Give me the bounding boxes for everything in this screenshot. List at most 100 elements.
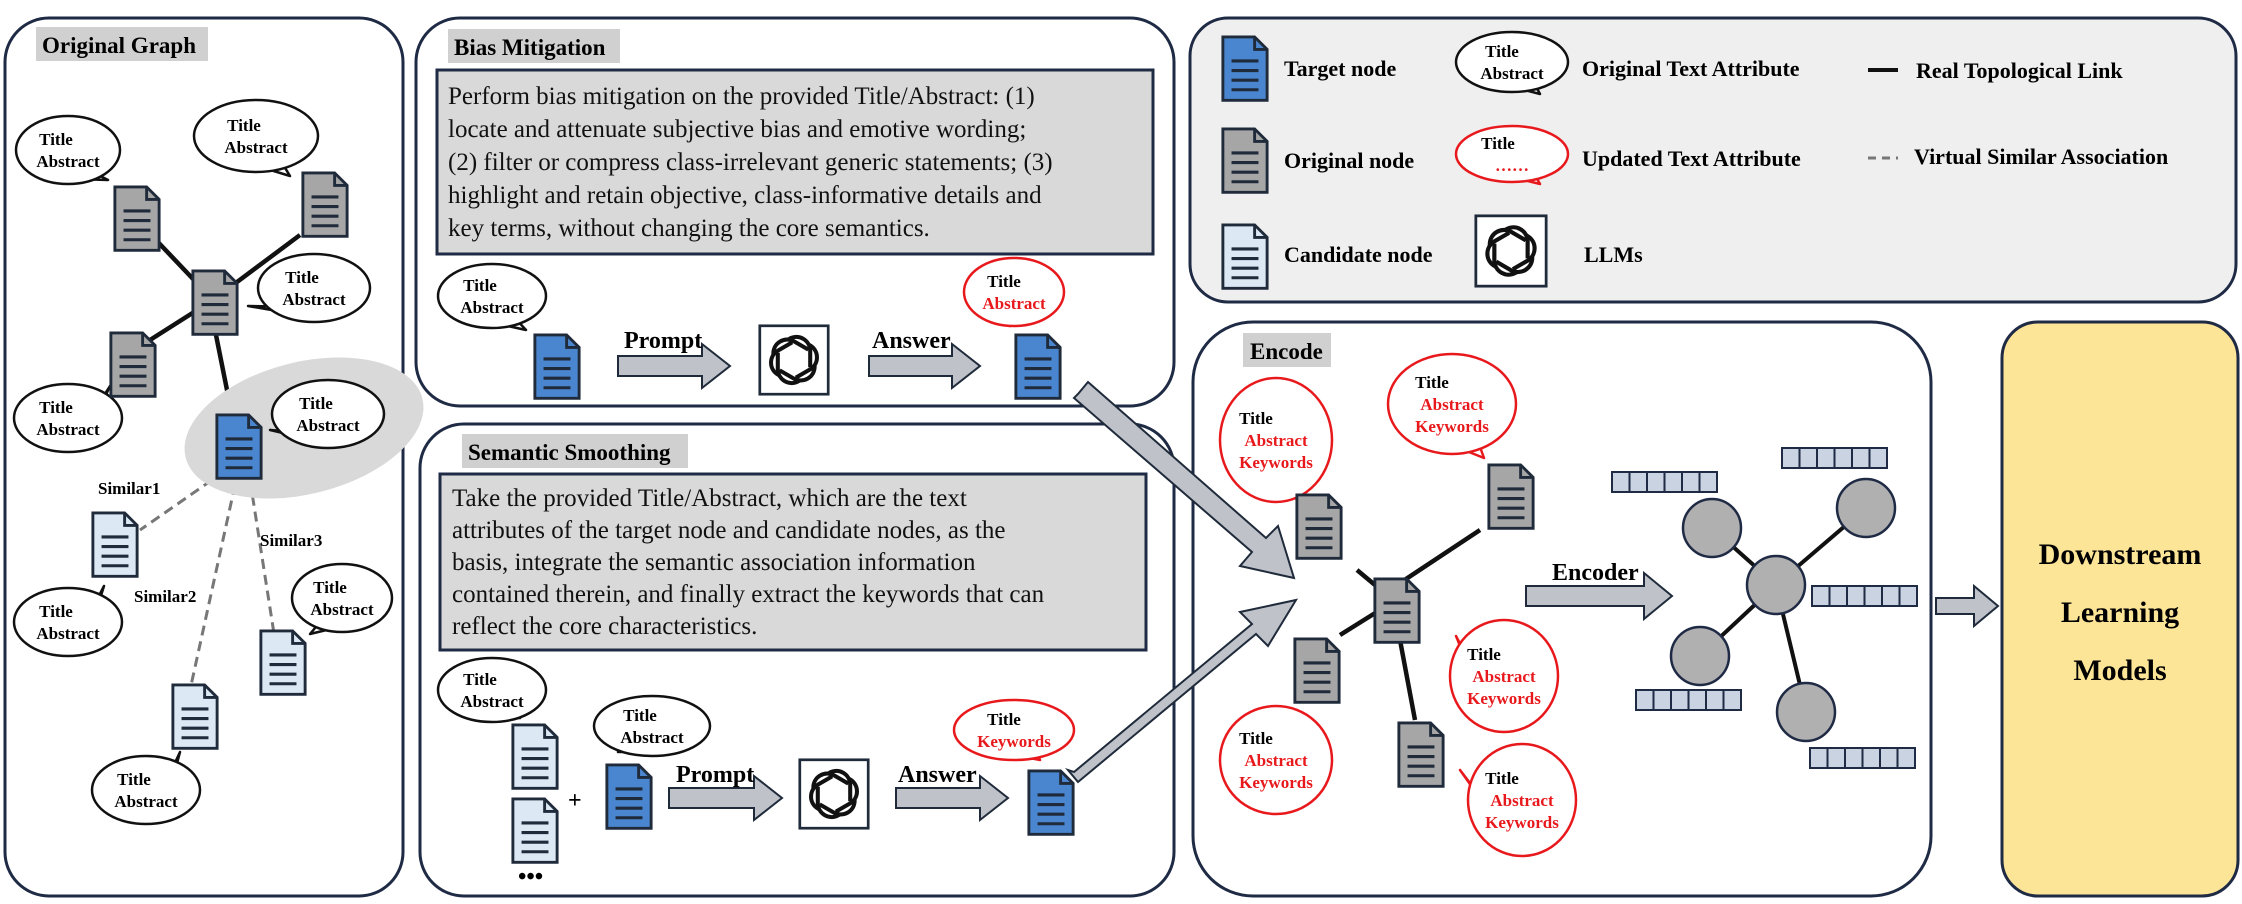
embedding-graph-node bbox=[1681, 497, 1743, 559]
bubble-label: …… bbox=[1495, 156, 1529, 175]
panel-title-bg bbox=[462, 434, 688, 468]
llm-icon bbox=[1476, 216, 1546, 286]
bubble-label: Abstract bbox=[114, 792, 178, 811]
bubble-label: Abstract bbox=[1480, 64, 1544, 83]
smoothing-prompt-line: Take the provided Title/Abstract, which … bbox=[452, 485, 967, 512]
bubble-label: Abstract bbox=[982, 294, 1046, 313]
updated-text-bubble: Title…… bbox=[1454, 124, 1570, 186]
encode-panel bbox=[1191, 320, 1933, 898]
smoothing-prompt-box bbox=[438, 472, 1148, 652]
panel-title-bg bbox=[36, 27, 208, 61]
bubble-label: Abstract bbox=[460, 298, 524, 317]
bubble-label: Title bbox=[39, 130, 73, 149]
bubble-label: Title bbox=[463, 670, 497, 689]
smoothing-prompt-line: attributes of the target node and candid… bbox=[452, 517, 1006, 544]
original-node bbox=[1293, 637, 1341, 704]
original-node bbox=[1373, 577, 1421, 644]
bubble-label: Abstract bbox=[1420, 395, 1484, 414]
bubble-label: Abstract bbox=[282, 290, 346, 309]
original-node bbox=[113, 185, 161, 252]
bubble-label: Title bbox=[1485, 769, 1519, 788]
target-node bbox=[605, 763, 653, 830]
panel-title-semantic-smoothing: Semantic Smoothing bbox=[468, 440, 671, 465]
candidate-node bbox=[511, 723, 559, 790]
text-attribute-bubbles: TitleAbstractTitleAbstractTitleAbstractT… bbox=[12, 30, 1578, 858]
bubble-label: Keywords bbox=[977, 732, 1051, 751]
bubble-label: Title bbox=[1467, 645, 1501, 664]
bias-prompt-box bbox=[435, 68, 1155, 256]
embedding-vector bbox=[1809, 747, 1916, 769]
legend-label: Real Topological Link bbox=[1916, 58, 2123, 83]
prompt-label: Prompt bbox=[676, 762, 754, 788]
panel-title-bg bbox=[448, 29, 620, 63]
target-node bbox=[215, 413, 263, 480]
similar-label: Similar3 bbox=[260, 531, 322, 550]
bubble-label: Title bbox=[117, 770, 151, 789]
bubble-label: Abstract bbox=[224, 138, 288, 157]
legend-label: Virtual Similar Association bbox=[1914, 144, 2168, 169]
more-candidates-ellipsis: ••• bbox=[518, 864, 543, 890]
downstream-label: Downstream bbox=[2039, 538, 2202, 571]
original-node bbox=[1221, 127, 1269, 194]
flow-arrows bbox=[617, 341, 2000, 823]
target-node bbox=[1221, 35, 1269, 102]
legend-panel bbox=[1188, 16, 2238, 304]
embedding-vector bbox=[1611, 471, 1718, 493]
legend-label: Original Text Attribute bbox=[1582, 56, 1800, 81]
smoothing-prompt-line: basis, integrate the semantic associatio… bbox=[452, 549, 976, 576]
downstream-label: Learning bbox=[2061, 596, 2179, 629]
legend-label: Target node bbox=[1284, 56, 1396, 81]
candidate-node bbox=[259, 629, 307, 696]
panel-title-bias-mitigation: Bias Mitigation bbox=[454, 35, 606, 60]
embedding-vector bbox=[1635, 689, 1742, 711]
legend-label: LLMs bbox=[1584, 242, 1643, 267]
bubble-label: Keywords bbox=[1467, 689, 1541, 708]
original-node bbox=[1397, 721, 1445, 788]
panel-title-encode: Encode bbox=[1250, 339, 1323, 364]
target-node bbox=[533, 333, 581, 400]
bubble-label: Title bbox=[39, 602, 73, 621]
similar-label: Similar2 bbox=[134, 587, 196, 606]
original-node bbox=[301, 171, 349, 238]
bubble-label: Keywords bbox=[1415, 417, 1489, 436]
bubble-label: Abstract bbox=[1244, 751, 1308, 770]
bubble-label: Title bbox=[313, 578, 347, 597]
bubble-label: Title bbox=[1485, 42, 1519, 61]
embedding-graph-node bbox=[1835, 477, 1897, 539]
bubble-label: Abstract bbox=[36, 152, 100, 171]
smoothing-prompt-text: Take the provided Title/Abstract, which … bbox=[452, 485, 1045, 640]
embedding-vector bbox=[1811, 585, 1918, 607]
legend-label: Candidate node bbox=[1284, 242, 1433, 267]
bubble-label: Abstract bbox=[460, 692, 524, 711]
target-node bbox=[1014, 333, 1062, 400]
answer-label: Answer bbox=[872, 328, 951, 354]
bubble-label: Title bbox=[39, 398, 73, 417]
llm-icon bbox=[800, 760, 868, 828]
legend-label: Updated Text Attribute bbox=[1582, 146, 1801, 171]
original-node bbox=[1487, 463, 1535, 530]
panel-title-original-graph: Original Graph bbox=[42, 33, 196, 58]
smoothing-prompt-line: contained therein, and finally extract t… bbox=[452, 581, 1045, 608]
plus-sign: + bbox=[568, 788, 582, 814]
embedding-graph-nodes bbox=[1669, 477, 1897, 743]
original-node bbox=[1295, 493, 1343, 560]
original-node bbox=[109, 331, 157, 398]
bias-prompt-line: locate and attenuate subjective bias and… bbox=[448, 116, 1026, 143]
candidate-node bbox=[91, 511, 139, 578]
arrow-smoothing-to-encode bbox=[1064, 598, 1299, 784]
legend-label: Original node bbox=[1284, 148, 1414, 173]
